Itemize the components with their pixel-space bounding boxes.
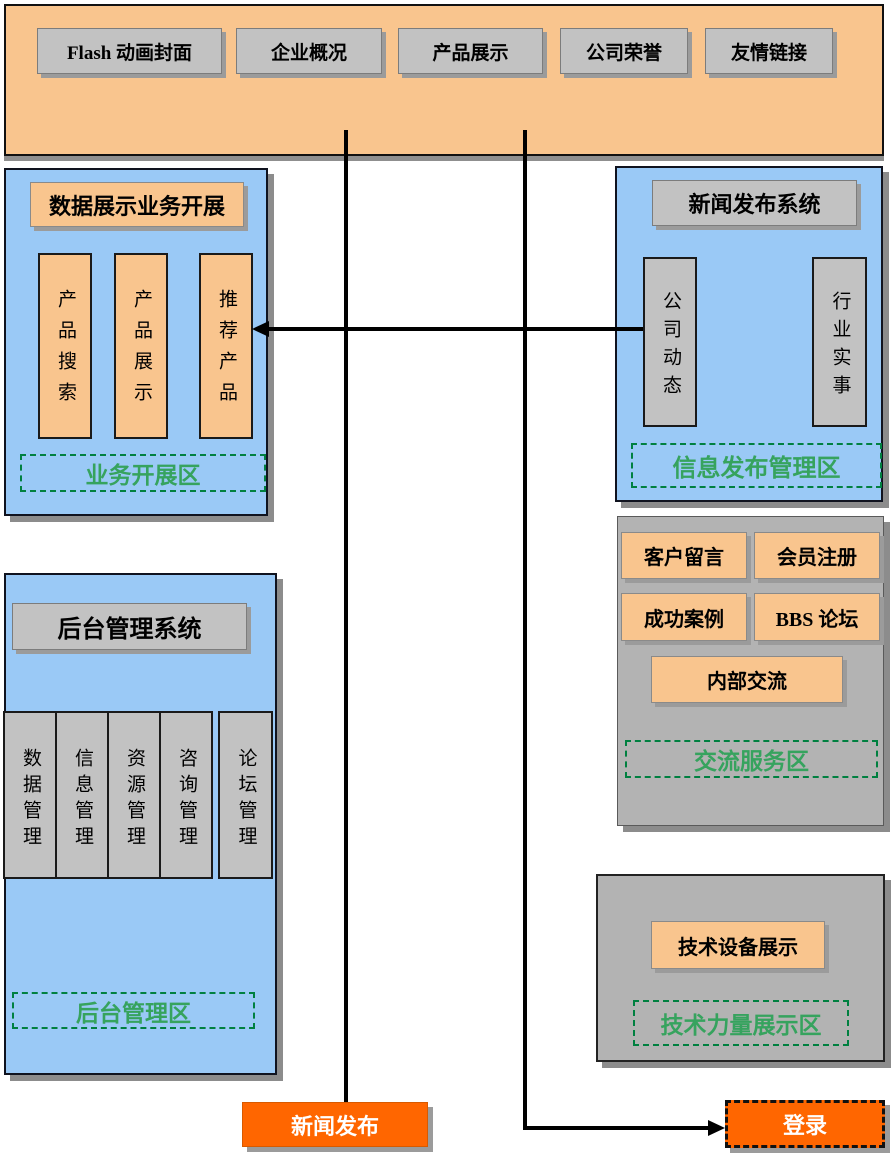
admin-zone-label: 后台管理区 <box>12 992 255 1029</box>
node-member-registration[interactable]: 会员注册 <box>754 532 880 579</box>
node-product-search[interactable]: 产品搜索 <box>38 253 92 439</box>
banner-item-company-profile[interactable]: 企业概况 <box>236 28 382 74</box>
top-nav-banner <box>4 4 884 156</box>
news-zone-label: 信息发布管理区 <box>631 443 882 488</box>
tech-zone-label: 技术力量展示区 <box>633 1000 849 1046</box>
node-bbs-forum[interactable]: BBS 论坛 <box>754 593 880 641</box>
banner-item-friend-links[interactable]: 友情链接 <box>705 28 833 74</box>
arrowhead-login-icon <box>708 1120 725 1136</box>
node-internal-exchange[interactable]: 内部交流 <box>651 656 843 703</box>
node-forum-management[interactable]: 论坛管理 <box>218 711 273 879</box>
connector-line-login-vertical <box>523 130 527 1130</box>
node-data-management[interactable]: 数据管理 <box>3 711 57 879</box>
news-publish-button[interactable]: 新闻发布 <box>242 1102 428 1147</box>
banner-item-company-honor[interactable]: 公司荣誉 <box>560 28 688 74</box>
node-recommended-products[interactable]: 推荐产品 <box>199 253 253 439</box>
node-company-news[interactable]: 公司动态 <box>643 257 697 427</box>
connector-line-news-to-products <box>267 327 643 331</box>
node-industry-news[interactable]: 行业实事 <box>812 257 867 427</box>
node-resource-management[interactable]: 资源管理 <box>107 711 161 879</box>
node-product-display[interactable]: 产品展示 <box>114 253 168 439</box>
node-tech-equipment-display[interactable]: 技术设备展示 <box>651 921 825 969</box>
login-button[interactable]: 登录 <box>725 1100 885 1148</box>
connector-line-login-horizontal <box>523 1126 710 1130</box>
node-success-cases[interactable]: 成功案例 <box>621 593 747 641</box>
node-customer-messages[interactable]: 客户留言 <box>621 532 747 579</box>
node-info-management[interactable]: 信息管理 <box>55 711 109 879</box>
business-panel-header: 数据展示业务开展 <box>30 182 244 227</box>
business-zone-label: 业务开展区 <box>20 454 266 492</box>
banner-item-product-display[interactable]: 产品展示 <box>398 28 543 74</box>
news-panel-header: 新闻发布系统 <box>652 180 857 226</box>
node-consult-management[interactable]: 咨询管理 <box>159 711 213 879</box>
banner-item-flash-cover[interactable]: Flash 动画封面 <box>37 28 222 74</box>
admin-panel-header: 后台管理系统 <box>12 603 247 650</box>
communication-zone-label: 交流服务区 <box>625 740 878 778</box>
arrowhead-products-icon <box>252 321 269 337</box>
connector-line-news-publish <box>344 130 348 1102</box>
